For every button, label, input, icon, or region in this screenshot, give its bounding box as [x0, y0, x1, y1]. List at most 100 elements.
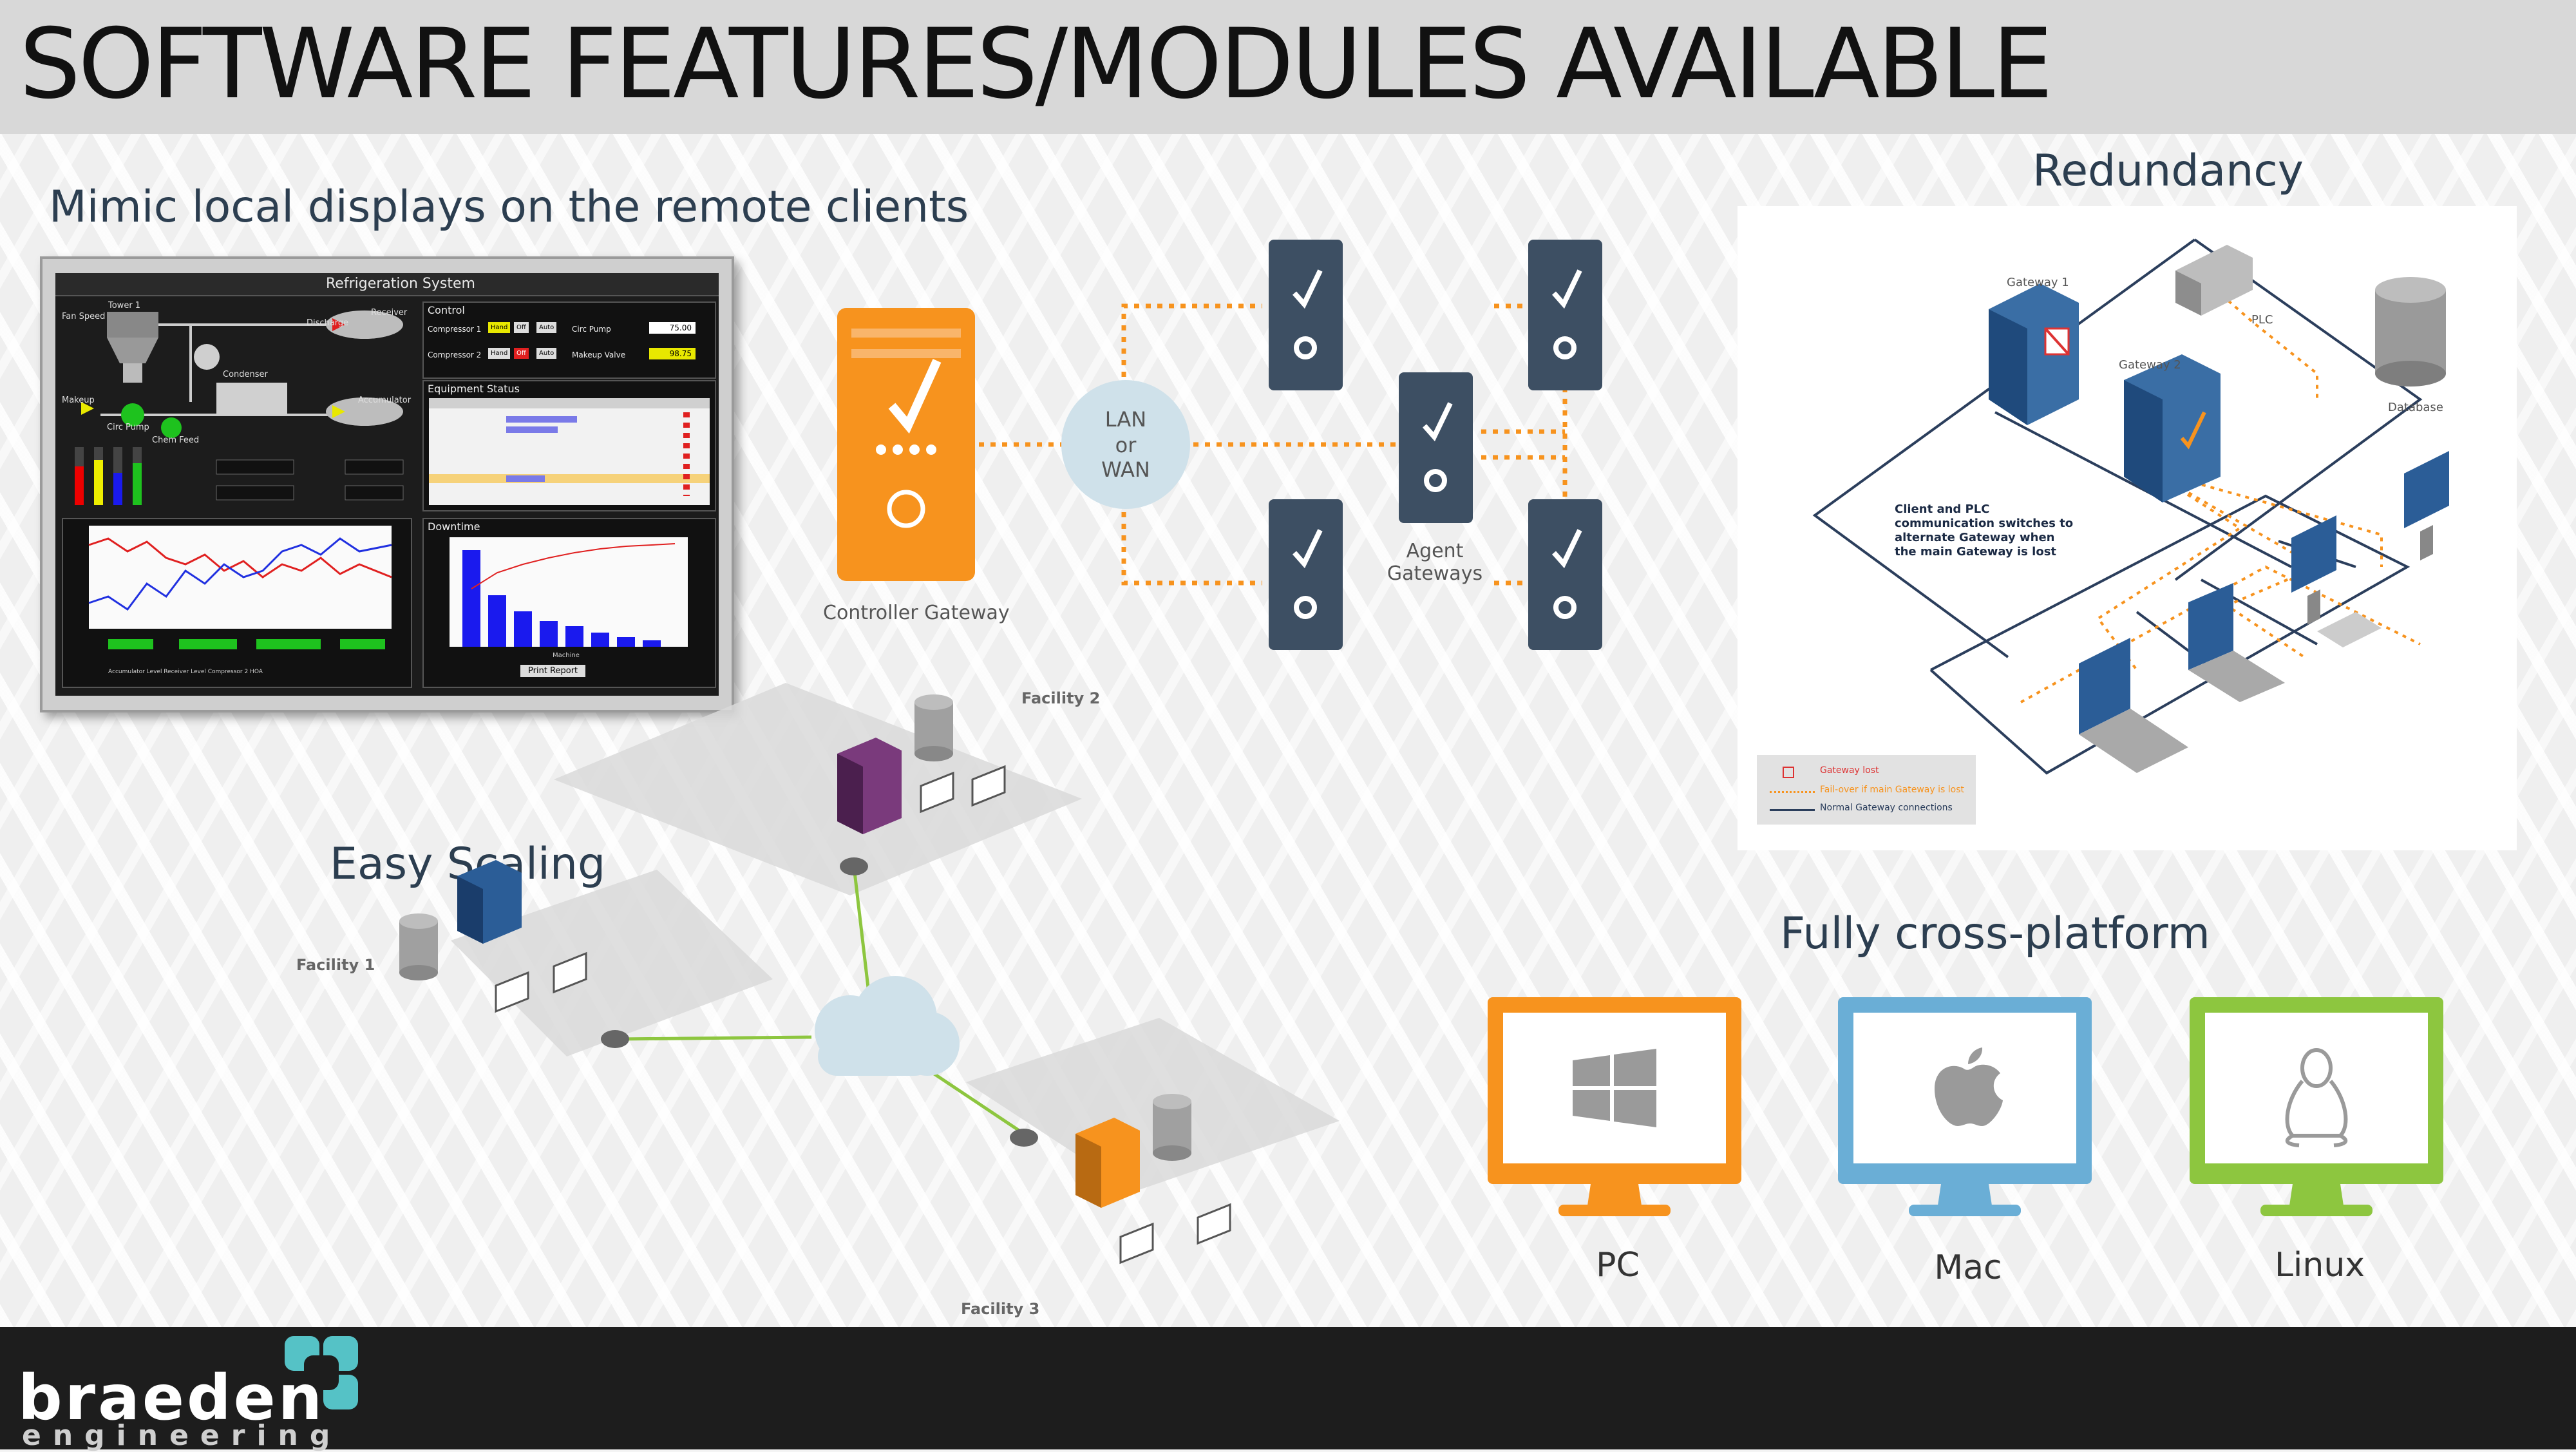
agent-gateway-server-icon: [1269, 240, 1343, 390]
hmi-trend-legend: Accumulator Level Receiver Level Compres…: [108, 669, 263, 675]
mimic-heading: Mimic local displays on the remote clien…: [49, 182, 969, 233]
facility-1-server-icon: [457, 860, 522, 944]
client-laptop-icon: [2188, 583, 2285, 702]
hmi-accumulator-label: Accumulator: [358, 396, 412, 405]
hmi-condenser-label: Condenser: [223, 370, 268, 379]
facility-2-label: Facility 2: [1021, 689, 1101, 707]
plc-icon: [2175, 245, 2253, 316]
facility-3-server-icon: [1075, 1118, 1140, 1208]
hmi-downtime-panel: Downtime Print Report Machine: [422, 518, 716, 688]
hmi-downtime-label: Downtime: [428, 521, 480, 533]
hmi-discharge-label: Discharge: [307, 318, 349, 328]
gateway-network-diagram: [837, 240, 1602, 650]
redundancy-diagram: [1812, 238, 2449, 775]
hmi-c2-hand-button[interactable]: Hand: [488, 348, 511, 359]
agent-gateway-server-icon: [1269, 499, 1343, 650]
agent-label: Agent: [1406, 540, 1464, 562]
facility-2-database-icon: [914, 694, 953, 761]
hmi-circ-value-field[interactable]: 75.00: [649, 322, 696, 334]
legend-normal: Normal Gateway connections: [1820, 803, 1953, 813]
apple-monitor-icon: [1838, 997, 2092, 1216]
facility-2-router-icon: [840, 857, 868, 875]
controller-gateway-server-icon: [837, 308, 975, 581]
legend-gateway-lost: Gateway lost: [1820, 765, 1879, 776]
agent-gateway-server-icon: [1528, 240, 1602, 390]
facility-2-client-icon: [920, 765, 1006, 814]
database-label: Database: [2388, 401, 2443, 414]
windows-monitor-icon: [1488, 997, 1741, 1216]
title-bar: SOFTWARE FEATURES/MODULES AVAILABLE: [0, 0, 2576, 134]
hmi-trend-panel: Accumulator Level Receiver Level Compres…: [62, 518, 412, 688]
facility-2-platform: [554, 683, 1082, 895]
hmi-compressor1-label: Compressor 1: [428, 325, 482, 334]
gateway-1-server-icon: [1989, 283, 2079, 425]
hmi-downtime-chart: [450, 537, 688, 647]
or-label: or: [1115, 433, 1137, 457]
hmi-control-label: Control: [428, 304, 465, 316]
failover-note: Client and PLC communication switches to…: [1895, 502, 2074, 559]
facility-3-database-icon: [1153, 1094, 1191, 1161]
facility-3-client-icon: [1119, 1203, 1231, 1265]
facility-1-router-icon: [601, 1030, 629, 1048]
client-laptop-icon: [2079, 638, 2188, 773]
braeden-logo-mark-icon: [285, 1336, 358, 1409]
hmi-process-diagram: [75, 310, 404, 505]
hmi-print-report-button[interactable]: Print Report: [520, 665, 586, 677]
redundancy-legend: Gateway lost Fail-over if main Gateway i…: [1757, 755, 1976, 825]
hmi-equipment-status-label: Equipment Status: [428, 383, 520, 395]
footer-bar: braeden engineering: [0, 1327, 2576, 1452]
hmi-makeup-label: Makeup: [62, 396, 95, 405]
hmi-c2-auto-button[interactable]: Auto: [536, 348, 557, 359]
plc-label: PLC: [2251, 313, 2273, 327]
hmi-circ-pump-control-label: Circ Pump: [572, 325, 611, 334]
hmi-fan-speed-label: Fan Speed: [62, 312, 106, 321]
hmi-makeup-value-field[interactable]: 98.75: [649, 348, 696, 359]
agent-gateway-server-icon: [1399, 372, 1473, 523]
hmi-c1-hand-button[interactable]: Hand: [488, 322, 511, 333]
linux-label: Linux: [2274, 1246, 2365, 1285]
cloud-icon: [815, 976, 960, 1076]
hmi-c1-off-button[interactable]: Off: [514, 322, 529, 333]
facility-2-server-icon: [837, 738, 902, 834]
lan-wan-circle: [1061, 380, 1190, 509]
facility-3-label: Facility 3: [961, 1300, 1040, 1318]
easy-scaling-diagram: [399, 683, 1340, 1265]
database-icon: [2375, 277, 2446, 387]
wan-label: WAN: [1101, 457, 1150, 482]
controller-gateway-label: Controller Gateway: [823, 602, 1010, 624]
hmi-control-panel: Control Compressor 1 Compressor 2 Hand O…: [422, 301, 716, 379]
engineering-logo-text: engineering: [22, 1419, 342, 1452]
hmi-receiver-label: Receiver: [371, 308, 408, 318]
hmi-machine-axis-label: Machine: [553, 652, 580, 659]
client-monitor-icon: [2404, 451, 2449, 560]
gateway-2-label: Gateway 2: [2119, 358, 2181, 372]
hmi-screenshot: Refrigeration System: [40, 256, 734, 712]
braeden-logo-text: braeden: [18, 1362, 325, 1434]
facility-1-platform: [451, 870, 773, 1056]
hmi-equipment-table: [429, 398, 710, 505]
mac-label: Mac: [1934, 1248, 2002, 1287]
cross-platform-heading: Fully cross-platform: [1780, 908, 2210, 959]
hmi-compressor2-label: Compressor 2: [428, 350, 482, 359]
hmi-c1-auto-button[interactable]: Auto: [536, 322, 557, 333]
client-monitor-icon: [2291, 515, 2382, 647]
legend-failover: Fail-over if main Gateway is lost: [1820, 785, 1964, 795]
hmi-circ-pump-label: Circ Pump: [107, 423, 149, 432]
facility-1-client-icon: [495, 951, 587, 1013]
hmi-c2-off-button[interactable]: Off: [514, 348, 529, 359]
hmi-makeup-valve-label: Makeup Valve: [572, 350, 626, 359]
redundancy-heading: Redundancy: [2032, 146, 2304, 196]
linux-monitor-icon: [2190, 997, 2443, 1216]
hmi-tower-label: Tower 1: [108, 301, 141, 310]
page-title: SOFTWARE FEATURES/MODULES AVAILABLE: [19, 8, 2053, 120]
redundancy-panel: Gateway 1 Gateway 2 PLC Database Client …: [1738, 206, 2517, 850]
hmi-trend-chart: [88, 526, 392, 629]
gateway-2-server-icon: [2124, 354, 2221, 502]
hmi-title: Refrigeration System: [326, 276, 475, 292]
hmi-chem-feed-label: Chem Feed: [152, 435, 200, 445]
pc-label: PC: [1596, 1246, 1640, 1285]
agent-gateway-server-icon: [1528, 499, 1602, 650]
facility-1-database-icon: [399, 913, 438, 980]
gateway-1-label: Gateway 1: [2007, 276, 2069, 289]
hmi-screen: Refrigeration System: [55, 273, 719, 696]
